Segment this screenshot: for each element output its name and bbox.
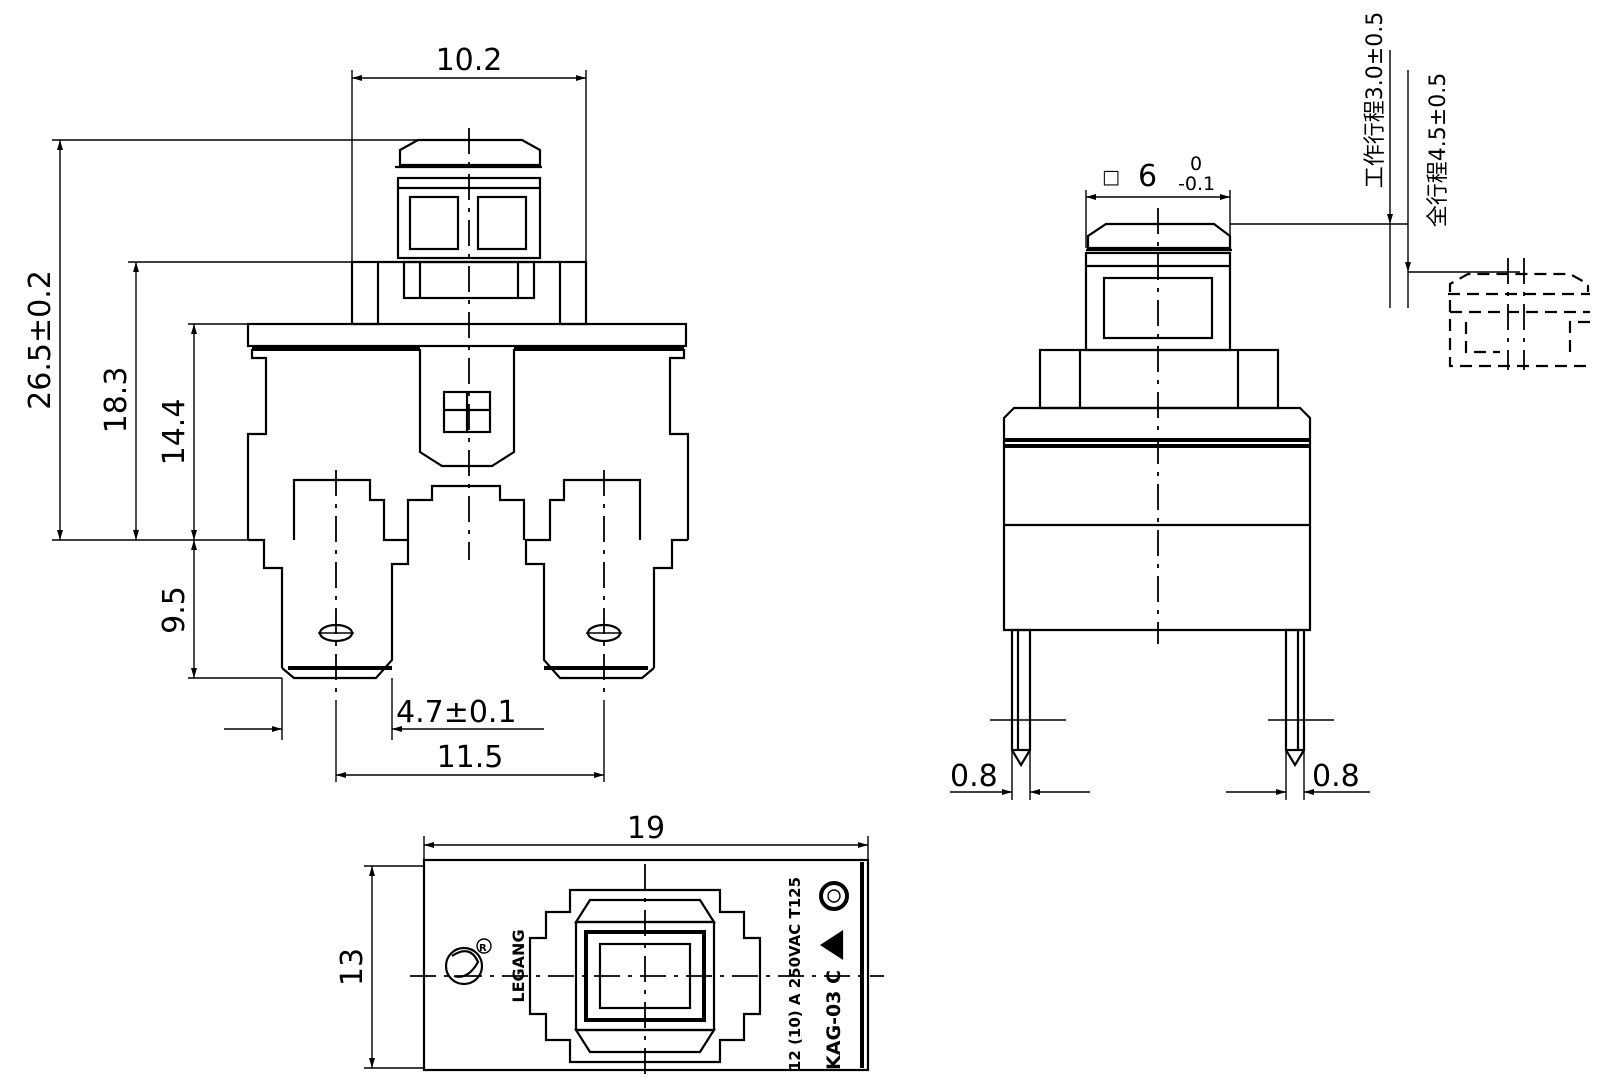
warning-triangle-icon	[819, 929, 844, 961]
dim-terminal-width: 4.7±0.1	[396, 695, 517, 730]
dim-button-lower-tol: -0.1	[1178, 173, 1215, 195]
side-view-dimensions: □ 6 0 -0.1 工作行程3.0±0.5 全行程4.5±0.5 0.8	[950, 12, 1590, 800]
side-view	[1002, 208, 1312, 768]
dim-button-size: 6	[1138, 159, 1157, 194]
front-view-dimensions: 10.2 26.5±0.2 18.3 14.4 9.5 4.7±0.1 11.5	[23, 43, 605, 782]
rating-label: 12 (10) A 250VAC T125	[786, 877, 804, 1071]
certification-mark-icon	[819, 881, 849, 911]
dim-terminal-pitch: 11.5	[437, 740, 504, 775]
dim-total-height: 26.5±0.2	[23, 270, 58, 410]
top-view: R LEGANG 12 (10) A 250VAC T125 KAG-03 C	[410, 858, 884, 1078]
pressed-button-hidden	[1448, 258, 1590, 370]
dim-button-upper-tol: 0	[1190, 153, 1202, 175]
dim-square-symbol: □	[1102, 166, 1120, 188]
front-view	[246, 128, 690, 700]
top-view-dimensions: 19 13	[335, 811, 869, 1069]
brand-label: LEGANG	[509, 929, 528, 1002]
dim-height-18: 18.3	[99, 367, 134, 434]
dim-full-travel: 全行程4.5±0.5	[1426, 73, 1451, 227]
dim-pin-right: 0.8	[1312, 759, 1360, 794]
dim-pin-left: 0.8	[950, 759, 998, 794]
dim-top-height: 13	[335, 948, 370, 986]
dim-working-travel: 工作行程3.0±0.5	[1363, 12, 1388, 188]
dim-width-top: 10.2	[436, 43, 503, 78]
registered-mark: R	[479, 943, 487, 954]
dim-height-14: 14.4	[157, 399, 192, 466]
dim-top-width: 19	[627, 811, 665, 846]
legang-logo: R	[444, 938, 492, 986]
model-label: KAG-03 C	[823, 970, 845, 1070]
dim-terminal-length: 9.5	[157, 586, 192, 634]
